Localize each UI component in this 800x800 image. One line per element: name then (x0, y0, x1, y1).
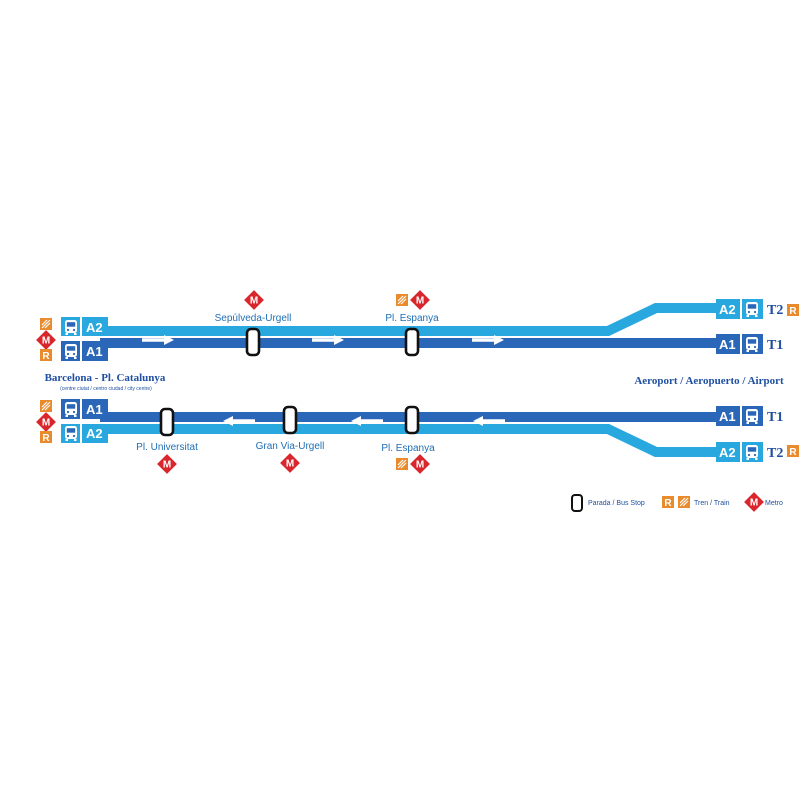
stop-name: Pl. Universitat (136, 442, 198, 453)
bus-icon (746, 445, 758, 460)
route-a1-label: A1 (86, 344, 103, 359)
metro-icon (280, 453, 300, 473)
bus-icon (65, 344, 77, 359)
legend-metro-label: Metro (765, 500, 783, 507)
metro-icon (244, 290, 264, 310)
legend: Parada / Bus Stop Tren / Train Metro (571, 492, 783, 512)
bus-stop-legend-icon (571, 494, 583, 512)
legend-train-label: Tren / Train (694, 500, 730, 507)
destination-box: A1 A2 (61, 399, 108, 443)
train-icon (39, 317, 53, 331)
train-icon (395, 293, 409, 307)
renfe-icon (40, 349, 52, 362)
terminal-t1-label: T1 (767, 410, 783, 425)
route-a1-label: A1 (86, 402, 103, 417)
stop-name: Pl. Espanya (385, 313, 439, 324)
route-a2-line-inbound (100, 424, 716, 457)
terminal-t2-label: T2 (767, 446, 783, 461)
metro-icon (36, 330, 56, 350)
route-a2-label: A2 (719, 445, 736, 460)
direction-to-city: A1 A2 Pl. Universitat Gran Via-Urgell Pl… (36, 399, 799, 474)
bus-stop-pl-universitat: Pl. Universitat (136, 407, 198, 474)
city-subtitle: (centre ciutat / centro ciudad / city ce… (60, 386, 152, 392)
metro-icon (410, 454, 430, 474)
terminal-t1-label: T1 (767, 338, 783, 353)
renfe-icon (662, 496, 674, 509)
bus-icon (746, 337, 758, 352)
route-a2-label: A2 (86, 426, 103, 441)
bus-icon (746, 302, 758, 317)
terminal-t2-label: T2 (767, 303, 783, 318)
terminal-t1-box: A1 (716, 406, 763, 426)
bus-stop-sepulveda-urgell: Sepúlveda-Urgell (215, 290, 292, 357)
bus-stop-pl-espanya: Pl. Espanya (385, 290, 439, 357)
stop-name: Sepúlveda-Urgell (215, 313, 292, 324)
bus-icon (65, 426, 77, 441)
renfe-icon (787, 304, 799, 317)
route-a2-label: A2 (86, 320, 103, 335)
metro-icon (744, 492, 764, 512)
direction-to-airport: A2 A1 Sepúlveda-Urgell Pl. Espanya A2 T2 (36, 290, 799, 362)
renfe-icon (787, 445, 799, 458)
legend-bus-stop-label: Parada / Bus Stop (588, 500, 645, 507)
terminal-t1-box: A1 (716, 334, 763, 354)
bus-icon (746, 409, 758, 424)
route-a1-label: A1 (719, 409, 736, 424)
stop-name: Gran Via-Urgell (256, 441, 325, 452)
metro-icon (157, 454, 177, 474)
terminal-t2-box: A2 (716, 442, 763, 462)
train-icon (395, 457, 409, 471)
route-a2-label: A2 (719, 302, 736, 317)
renfe-icon (40, 431, 52, 444)
city-name: Barcelona - Pl. Catalunya (45, 372, 166, 384)
bus-stop-pl-espanya-return: Pl. Espanya (381, 405, 435, 474)
bus-icon (65, 402, 77, 417)
bus-stop-gran-via-urgell: Gran Via-Urgell (256, 405, 325, 473)
airport-name: Aeroport / Aeropuerto / Airport (634, 375, 784, 387)
train-icon (677, 495, 691, 509)
route-a2-line-outbound (100, 303, 716, 336)
stop-name: Pl. Espanya (381, 443, 435, 454)
metro-icon (410, 290, 430, 310)
route-a1-label: A1 (719, 337, 736, 352)
terminal-t2-box: A2 (716, 299, 763, 319)
origin-box: A2 A1 (61, 317, 108, 361)
metro-icon (36, 412, 56, 432)
train-icon (39, 399, 53, 413)
bus-icon (65, 320, 77, 335)
